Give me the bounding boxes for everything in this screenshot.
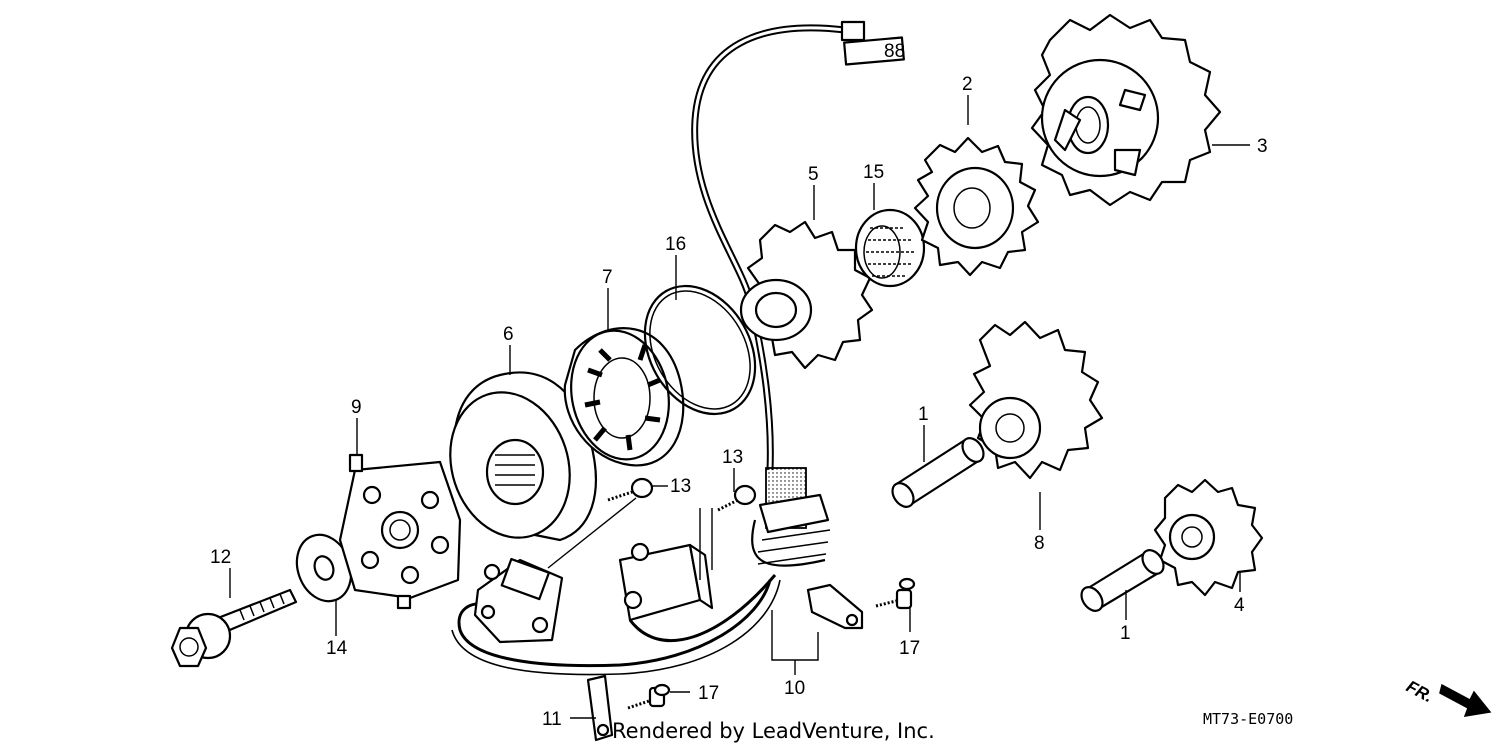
- callout-10: 10: [784, 678, 805, 699]
- washer: [295, 533, 353, 603]
- plate: [338, 453, 462, 610]
- callout-13-upper: 13: [722, 447, 743, 468]
- gear-2: [913, 136, 1040, 277]
- screw-13b: [717, 484, 757, 512]
- callout-15: 15: [863, 162, 884, 183]
- callout-16: 16: [665, 234, 686, 255]
- sensor-unit-right: [618, 542, 714, 622]
- wire-harness: 88: [451, 20, 905, 676]
- gear-8: [968, 320, 1104, 480]
- callout-3: 3: [1257, 136, 1268, 157]
- callout-9: 9: [351, 397, 362, 418]
- sensor-unit-left: [473, 557, 564, 644]
- front-label: FR.: [1403, 677, 1436, 707]
- callout-12: 12: [210, 547, 231, 568]
- screw-17a: [875, 577, 916, 610]
- gear-3: [1030, 13, 1222, 207]
- diagram-code: MT73-E0700: [1203, 710, 1293, 728]
- flange-bolt: [170, 588, 298, 668]
- gear-4: [1153, 478, 1264, 597]
- callout-14: 14: [326, 638, 348, 659]
- callout-8: 8: [1034, 533, 1045, 554]
- callout-4: 4: [1234, 595, 1245, 616]
- callout-6: 6: [503, 324, 514, 345]
- callout-7: 7: [602, 267, 613, 288]
- credit-text: Rendered by LeadVenture, Inc.: [612, 719, 935, 743]
- callout-13-left: 13: [670, 476, 691, 497]
- clamp-upper: [806, 583, 864, 630]
- connector: 88: [843, 36, 905, 66]
- starter-clutch-outer: [449, 371, 597, 542]
- front-direction-arrow-icon: FR.: [1403, 677, 1492, 717]
- connector-label: 88: [884, 41, 905, 62]
- callout-11: 11: [542, 709, 562, 730]
- callouts: 1 1 2 3 4 5 6 7 8 9 10 11 12 13 13 14 15…: [210, 74, 1268, 730]
- shaft-1b: [1080, 549, 1165, 612]
- callout-17-lower: 17: [698, 683, 719, 704]
- screw-17b: [627, 683, 671, 710]
- snap-ring: [643, 284, 757, 416]
- callout-2: 2: [962, 74, 973, 95]
- clamp-11: [586, 674, 614, 742]
- callout-1-lower: 1: [1120, 623, 1131, 644]
- callout-5: 5: [808, 164, 819, 185]
- callout-1-upper: 1: [918, 404, 929, 425]
- callout-17-right: 17: [899, 638, 920, 659]
- leader-lines: [229, 95, 1250, 719]
- shaft-1a: [891, 437, 985, 508]
- one-way-clutch: [563, 327, 685, 467]
- screw-13a: [607, 477, 654, 502]
- gear-5: [739, 220, 874, 370]
- needle-bearing: [854, 208, 926, 288]
